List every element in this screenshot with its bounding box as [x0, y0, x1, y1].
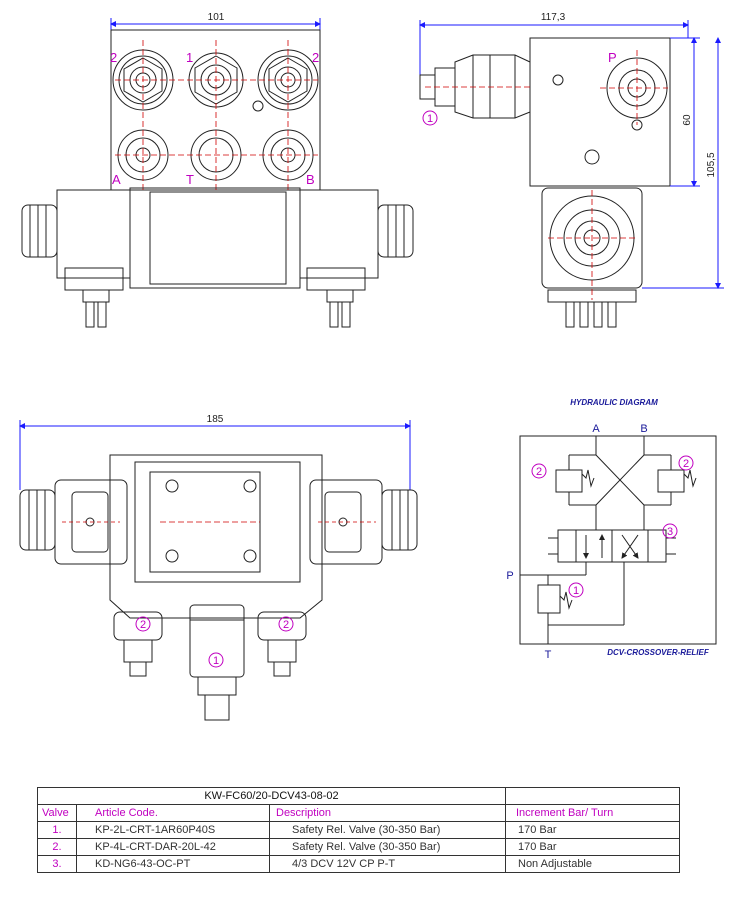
- hyd-port-a: A: [592, 423, 600, 435]
- side-port-p: P: [608, 50, 617, 65]
- hyd-callout-2-left: 2: [531, 463, 547, 479]
- bom-title: KW-FC60/20-DCV43-08-02: [37, 787, 506, 805]
- front-port-label: T: [186, 172, 194, 187]
- front-port-label: 1: [186, 50, 193, 65]
- bill-of-materials: KW-FC60/20-DCV43-08-02 Valve Article Cod…: [37, 787, 680, 873]
- bom-header: Increment Bar/ Turn: [505, 804, 680, 822]
- callout-2-right: 2: [278, 616, 294, 632]
- callout-1-top: 1: [208, 652, 224, 668]
- bom-header: Description: [269, 804, 506, 822]
- svg-text:2: 2: [283, 619, 289, 631]
- dim-side-height-short: 60: [682, 114, 693, 126]
- hydraulic-diagram: [519, 435, 717, 645]
- svg-text:1: 1: [213, 655, 219, 667]
- bom-title-blank: [505, 787, 680, 805]
- hyd-port-t: T: [545, 649, 552, 661]
- svg-text:1: 1: [427, 113, 433, 125]
- front-port-label: 2: [312, 50, 319, 65]
- front-port-label: 2: [110, 50, 117, 65]
- callout-2-left: 2: [135, 616, 151, 632]
- dim-top-width: 185: [207, 414, 224, 425]
- svg-text:2: 2: [536, 466, 542, 478]
- dim-side-height-total: 105,5: [706, 152, 717, 177]
- hyd-port-b: B: [640, 423, 647, 435]
- svg-text:2: 2: [140, 619, 146, 631]
- svg-text:2: 2: [683, 458, 689, 470]
- table-row: 2. KP-4L-CRT-DAR-20L-42 Safety Rel. Valv…: [37, 838, 680, 856]
- callout-1-side: 1: [422, 110, 438, 126]
- side-view: [419, 20, 724, 328]
- hyd-callout-3: 3: [662, 523, 678, 539]
- hydraulic-subtitle: DCV-CROSSOVER-RELIEF: [607, 648, 710, 657]
- front-view: [21, 18, 414, 328]
- front-port-label: B: [306, 172, 315, 187]
- svg-text:3: 3: [667, 526, 673, 538]
- hyd-callout-1: 1: [568, 582, 584, 598]
- hyd-callout-2-right: 2: [678, 455, 694, 471]
- dim-front-width: 101: [208, 12, 225, 23]
- svg-text:1: 1: [573, 585, 579, 597]
- dim-side-width: 117,3: [541, 12, 566, 23]
- table-row: 3. KD-NG6-43-OC-PT 4/3 DCV 12V CP P-T No…: [37, 855, 680, 873]
- front-port-label: A: [112, 172, 121, 187]
- bom-header: Valve: [37, 804, 77, 822]
- top-view: [19, 420, 418, 721]
- hydraulic-title: HYDRAULIC DIAGRAM: [570, 398, 658, 407]
- hyd-port-p: P: [506, 570, 513, 582]
- table-row: 1. KP-2L-CRT-1AR60P40S Safety Rel. Valve…: [37, 821, 680, 839]
- bom-header: Article Code.: [76, 804, 270, 822]
